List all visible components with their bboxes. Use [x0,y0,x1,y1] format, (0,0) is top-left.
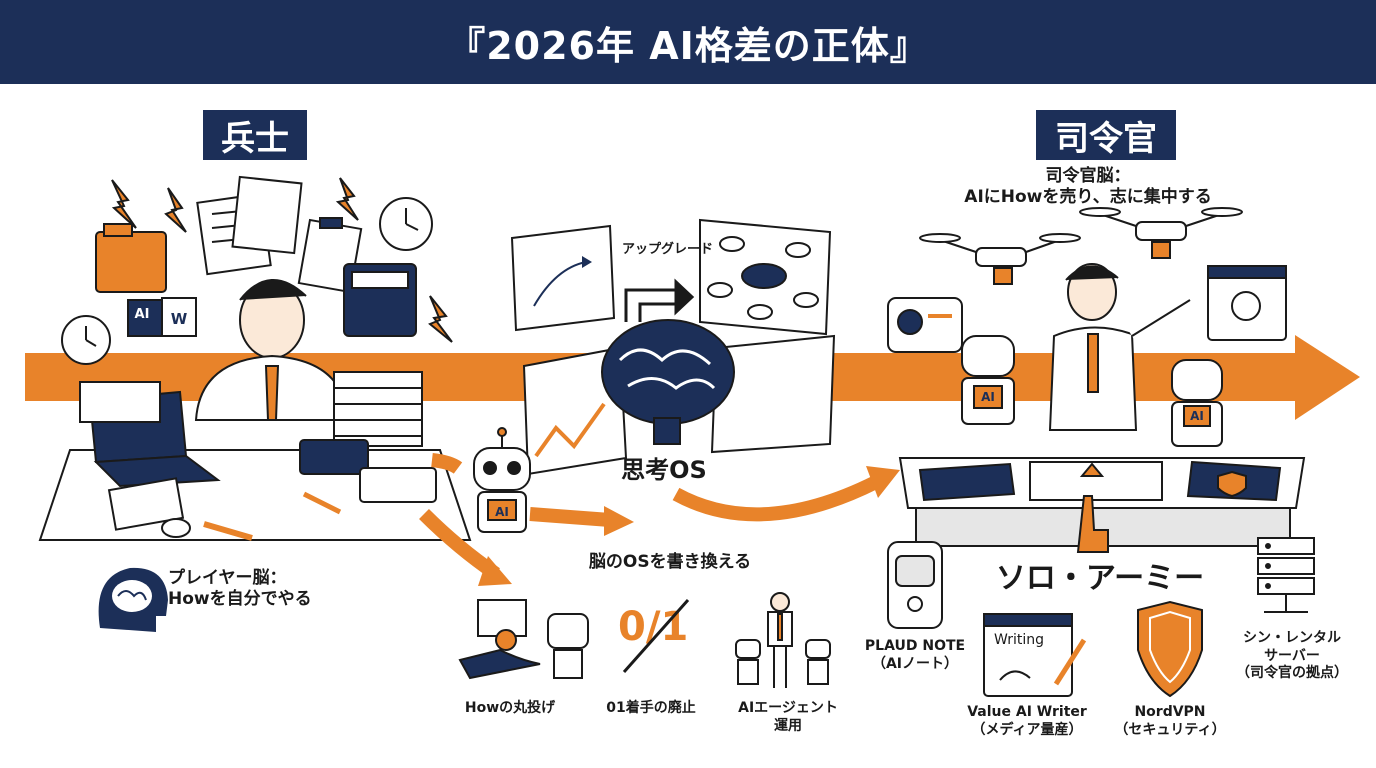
solo-army-label: ソロ・アーミー [995,561,1205,596]
center-robot-ai: AI [495,505,509,519]
step-ai-agent-ops: AIエージェント 運用 [718,700,858,735]
commander-robot-ai-1: AI [981,390,995,404]
player-caption-line1: プレイヤー脳： [168,568,287,588]
step-ai-agent-ops-line2: 運用 [774,717,802,734]
soldier-badge: 兵士 [203,110,307,160]
commander-illustration [887,207,1306,553]
title-bar: 『2026年 AI格差の正体』 [0,0,1376,84]
tool-value-ai-writer-line1: Value AI Writer [967,704,1087,720]
step-abolish-zero-one-line1: 01着手の廃止 [606,700,696,716]
main-illustration: AI W アップグレード 思考OS [25,175,1360,698]
tool-plaud-note-line2: （AIノート） [871,655,959,672]
tool-value-ai-writer-line2: （メディア量産） [971,721,1083,738]
tool-rental-server-line3: （司令官の拠点） [1236,665,1348,681]
zero-one-icon: 0/1 [618,599,690,673]
ai-agent-team-icon [735,592,831,688]
step-delegate-how: Howの丸投げ [450,700,570,718]
nordvpn-shield-icon [1137,600,1203,698]
step-abolish-zero-one: 01着手の廃止 [586,700,716,718]
center-robot-illustration [473,427,531,533]
commander-robot-ai-2: AI [1190,409,1204,423]
upgrade-arrows [624,278,695,322]
commander-caption: 司令官脳： AIにHowを売り、志に集中する [960,166,1216,209]
plaud-note-recorder-icon [887,541,943,629]
soldier-illustration [38,175,472,541]
player-brain-head-icon [98,567,168,632]
writing-window-icon [983,613,1087,697]
player-caption: プレイヤー脳： Howを自分でやる [168,568,368,611]
rental-server-icon [1257,537,1315,613]
tool-rental-server-line2: サーバー [1264,647,1320,664]
strategy-panels [510,218,836,476]
tool-rental-server-line1: シン・レンタル [1243,630,1341,646]
step-delegate-how-line1: Howの丸投げ [464,700,556,716]
tool-nordvpn-line2: （セキュリティ） [1114,721,1226,738]
soldier-w-doc: W [171,310,188,328]
soldier-badge-label: 兵士 [221,118,289,159]
writing-screen-text: Writing [994,632,1044,648]
commander-caption-line2: AIにHowを売り、志に集中する [964,187,1212,208]
tool-value-ai-writer: Value AI Writer （メディア量産） [952,704,1102,739]
step-ai-agent-ops-line1: AIエージェント [738,700,838,716]
tool-rental-server: シン・レンタル サーバー （司令官の拠点） [1222,630,1362,683]
page-title: 『2026年 AI格差の正体』 [447,23,929,68]
commander-badge-label: 司令官 [1055,118,1157,159]
soldier-ai-doc: AI [135,307,150,322]
upgrade-label: アップグレード [622,241,713,257]
flow-arrows [419,453,900,586]
tool-nordvpn: NordVPN （セキュリティ） [1102,704,1238,739]
thinking-os-label: 思考OS [621,456,707,484]
delegate-how-icon [458,599,589,680]
rewrite-os-label: 脳のOSを書き換える [588,552,752,572]
tool-plaud-note: PLAUD NOTE （AIノート） [848,638,982,673]
player-caption-line2: Howを自分でやる [168,589,312,610]
tool-plaud-note-line1: PLAUD NOTE [864,638,966,654]
commander-badge: 司令官 [1036,110,1176,160]
tool-nordvpn-line1: NordVPN [1134,704,1206,720]
commander-caption-line1: 司令官脳： [1045,166,1131,186]
